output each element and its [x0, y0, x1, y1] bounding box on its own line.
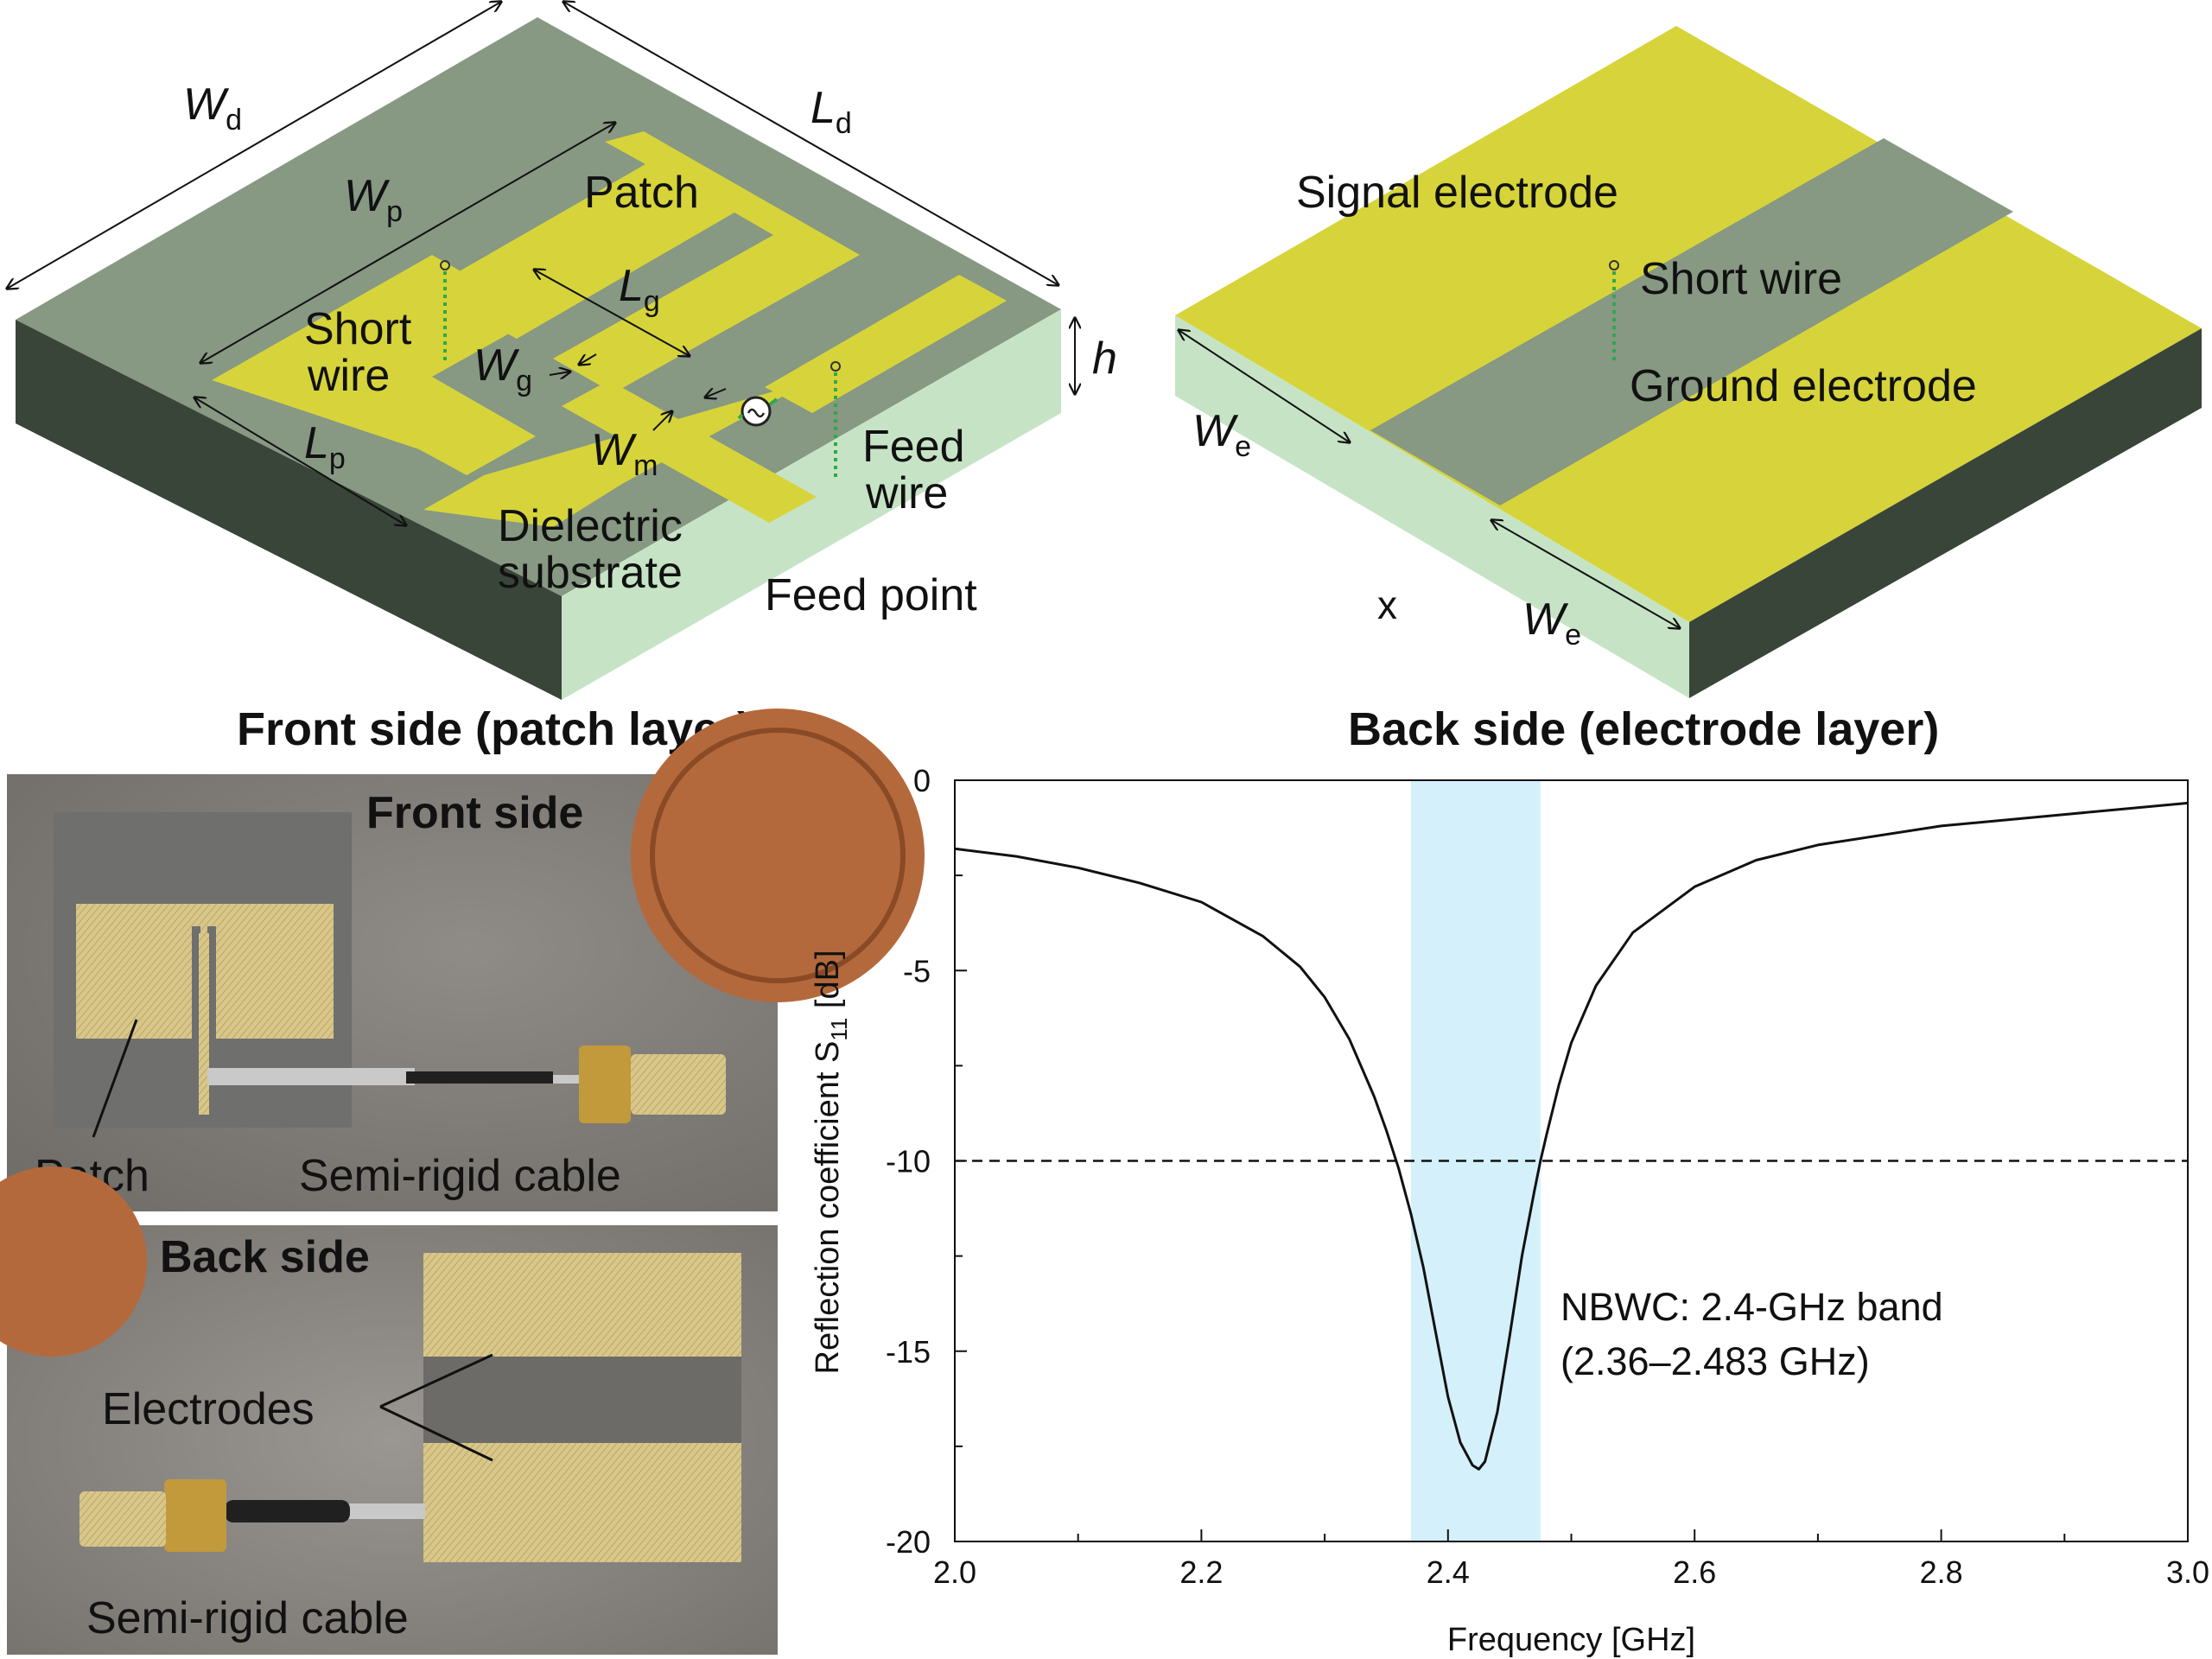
wg-sub: g: [516, 365, 532, 397]
front-diagram: Wd Ld Wp Lp Lg Wg Wm h Patch Short wire …: [7, 2, 1117, 755]
y-tick-label: -15: [886, 1334, 931, 1370]
y-axis-label: Reflection coefficient S11 [dB]: [810, 950, 852, 1374]
x-tick-label: 3.0: [2166, 1554, 2209, 1590]
wm-label: W: [591, 425, 638, 475]
svg-text:Lp: Lp: [304, 418, 346, 475]
x-label: x: [1377, 582, 1397, 627]
dielectric-label-1: Dielectric: [498, 501, 683, 551]
coin-icon: [631, 709, 925, 1002]
lp-label: L: [304, 418, 329, 468]
svg-text:We: We: [1522, 594, 1581, 652]
ld-label: L: [810, 83, 836, 133]
wm-sub: m: [633, 449, 658, 482]
we-1-label: W: [1192, 406, 1239, 456]
svg-text:Lg: Lg: [619, 261, 660, 318]
x-tick-label: 2.6: [1673, 1554, 1716, 1590]
back-photo-title: Back side: [160, 1232, 370, 1282]
back-photo-electrodes-label: Electrodes: [102, 1384, 315, 1434]
ground-electrode-label: Ground electrode: [1630, 361, 1977, 411]
s11-chart: 2.0 2.2 2.4 2.6 2.8 3.0 0 -5 -10 -15 -20 NBWC: 2.4-…: [810, 763, 2209, 1658]
front-photo-cable-label: Semi-rigid cable: [299, 1151, 621, 1201]
wp-sub: p: [386, 195, 403, 228]
patch-label: Patch: [584, 168, 699, 218]
front-photo-content: Front side Patch Semi-rigid cable: [35, 709, 925, 1201]
h-label: h: [1092, 334, 1117, 384]
short-wire-label-1: Short: [304, 304, 412, 354]
back-electrode-gap: [423, 1357, 741, 1443]
svg-text:Wg: Wg: [474, 340, 532, 397]
back-photo-cable-label: Semi-rigid cable: [86, 1593, 409, 1643]
feed-strip: [765, 275, 1007, 413]
front-sma-connector: [579, 1046, 631, 1123]
x-axis-label: Frequency [GHz]: [1447, 1622, 1695, 1658]
wd-label: W: [183, 79, 230, 130]
patch-lower-shape: [423, 380, 812, 527]
band-annotation: (2.36–2.483 GHz): [1560, 1339, 1870, 1383]
we-2-label: W: [1522, 594, 1569, 645]
x-tick-label: 2.0: [933, 1554, 976, 1590]
svg-text:Wd: Wd: [183, 79, 242, 137]
wp-arrow: [200, 123, 615, 363]
back-right-face: [1689, 328, 2202, 698]
ground-stripe: [1370, 138, 2013, 505]
y-tick-label: -10: [886, 1144, 931, 1179]
wp-label: W: [344, 171, 391, 221]
plot-frame: [954, 779, 2189, 1542]
y-tick-label: -5: [903, 953, 931, 988]
feed-wire-label-2: wire: [865, 468, 948, 518]
front-photo-title: Front side: [366, 788, 583, 838]
back-sma-connector: [164, 1479, 226, 1552]
x-tick-label: 2.8: [1920, 1554, 1963, 1590]
back-short-wire-label: Short wire: [1640, 254, 1842, 304]
band-annotation: NBWC: 2.4-GHz band: [1560, 1285, 1943, 1329]
back-photo-content: Back side Electrodes Semi-rigid cable: [0, 1166, 741, 1643]
x-tick-label: 2.2: [1179, 1554, 1223, 1590]
feed-wire-label-1: Feed: [862, 422, 965, 472]
x-tick-label: 2.4: [1427, 1554, 1470, 1590]
we-2-sub: e: [1565, 619, 1581, 652]
y-tick-label: -20: [886, 1524, 931, 1560]
svg-text:We: We: [1192, 406, 1251, 463]
we-arrow-2: [1491, 520, 1680, 628]
back-caption: Back side (electrode layer): [1348, 703, 1939, 755]
we-arrow-1: [1179, 330, 1350, 442]
y-tick-label: 0: [913, 763, 931, 798]
we-1-sub: e: [1235, 430, 1251, 463]
lp-arrow: [194, 397, 406, 525]
front-caption: Front side (patch layer): [237, 703, 753, 755]
svg-text:Wm: Wm: [591, 425, 658, 482]
lg-sub: g: [644, 285, 660, 318]
back-cable-rigid: [346, 1503, 425, 1519]
substrate-front-face: [562, 309, 1061, 700]
svg-text:Ld: Ld: [810, 83, 852, 140]
wg-label: W: [474, 340, 520, 391]
lg-label: L: [619, 261, 644, 311]
signal-electrode-label: Signal electrode: [1296, 168, 1618, 218]
back-diagram: Signal electrode Short wire Ground elect…: [1175, 26, 2202, 755]
feed-strip-2: [562, 380, 817, 523]
wd-sub: d: [226, 104, 242, 137]
short-wire-label-2: wire: [307, 351, 390, 401]
dielectric-label-2: substrate: [498, 548, 683, 598]
lg-arrow: [534, 270, 690, 356]
svg-text:Wp: Wp: [344, 171, 403, 228]
s11-curve: [954, 801, 2189, 1471]
front-cable-rigid: [207, 1068, 415, 1085]
ld-arrow: [563, 2, 1058, 285]
coin-back-icon: [0, 1166, 147, 1357]
feed-point-label: Feed point: [765, 570, 977, 620]
lp-sub: p: [329, 442, 346, 475]
ld-sub: d: [836, 107, 852, 140]
